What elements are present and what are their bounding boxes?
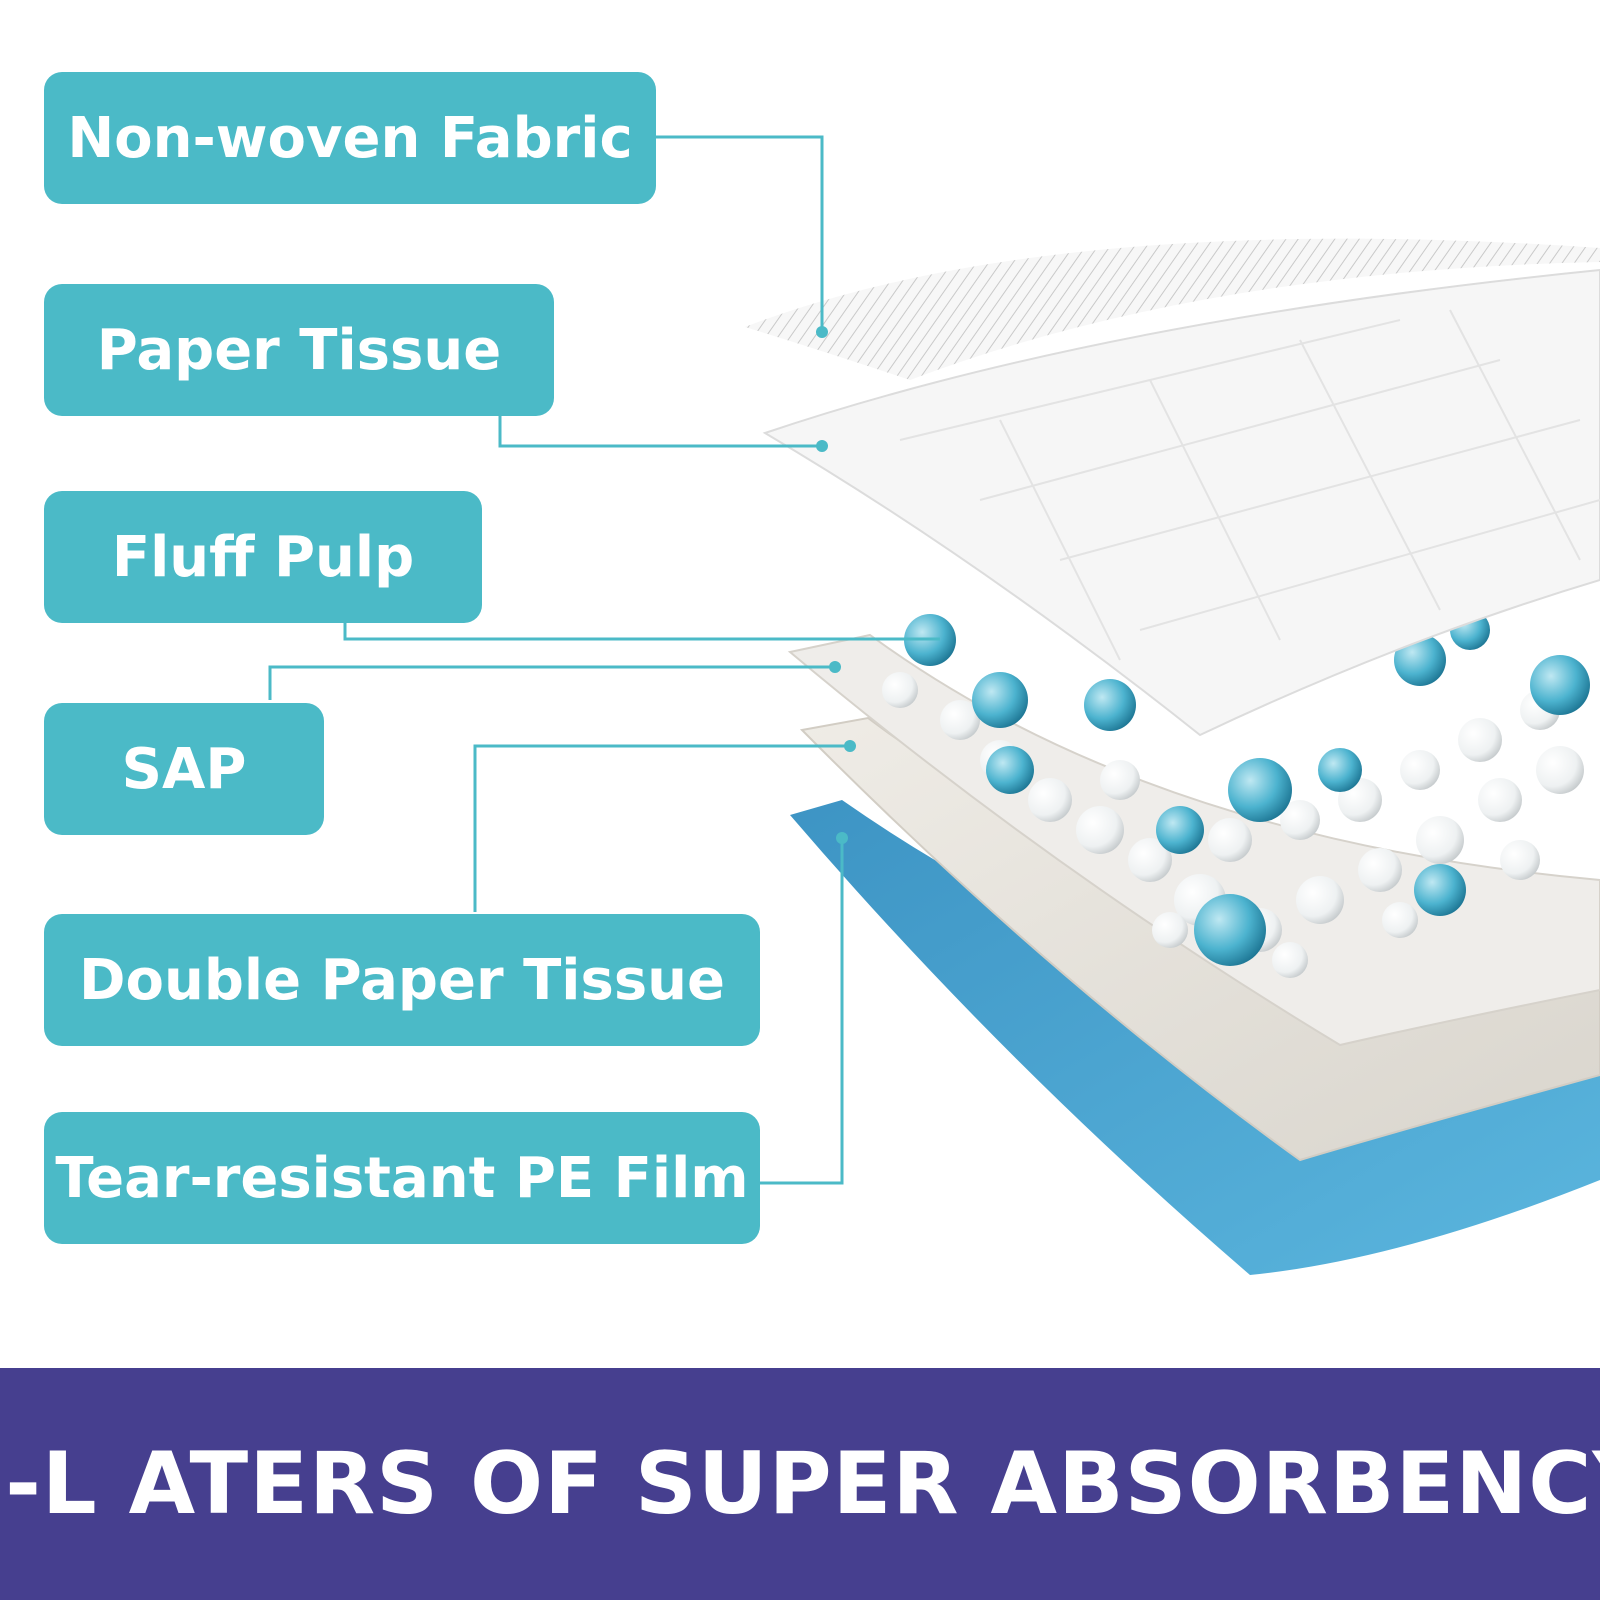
connector-dots [816,326,856,844]
connector-non-woven-fabric [656,135,824,332]
connector-pe-film [760,838,844,1185]
connector-fluff-pulp [343,623,940,641]
label-tear-resistant-pe-film: Tear-resistant PE Film [44,1112,760,1244]
label-paper-tissue: Paper Tissue [44,284,554,416]
connector-double-paper-tissue [473,744,850,912]
label-sap: SAP [44,703,324,835]
connector-lines [268,135,940,1185]
label-text: Double Paper Tissue [79,947,725,1013]
connector-sap [268,665,835,700]
connector-paper-tissue [498,416,822,448]
label-double-paper-tissue: Double Paper Tissue [44,914,760,1046]
sap-beads [882,610,1590,978]
non-woven-fabric-layer [745,238,1600,380]
label-text: Tear-resistant PE Film [55,1145,749,1211]
label-fluff-pulp: Fluff Pulp [44,491,482,623]
banner-text: 6-L ATERS OF SUPER ABSORBENCY [0,1434,1600,1534]
label-non-woven-fabric: Non-woven Fabric [44,72,656,204]
paper-tissue-texture [899,309,1600,661]
label-text: SAP [121,736,247,802]
paper-tissue-layer [762,268,1600,737]
label-text: Non-woven Fabric [67,105,633,171]
label-text: Fluff Pulp [111,524,415,590]
label-box-backgrounds [44,72,760,1244]
label-text: Paper Tissue [96,317,502,383]
bottom-banner: 6-L ATERS OF SUPER ABSORBENCY [0,1368,1600,1600]
